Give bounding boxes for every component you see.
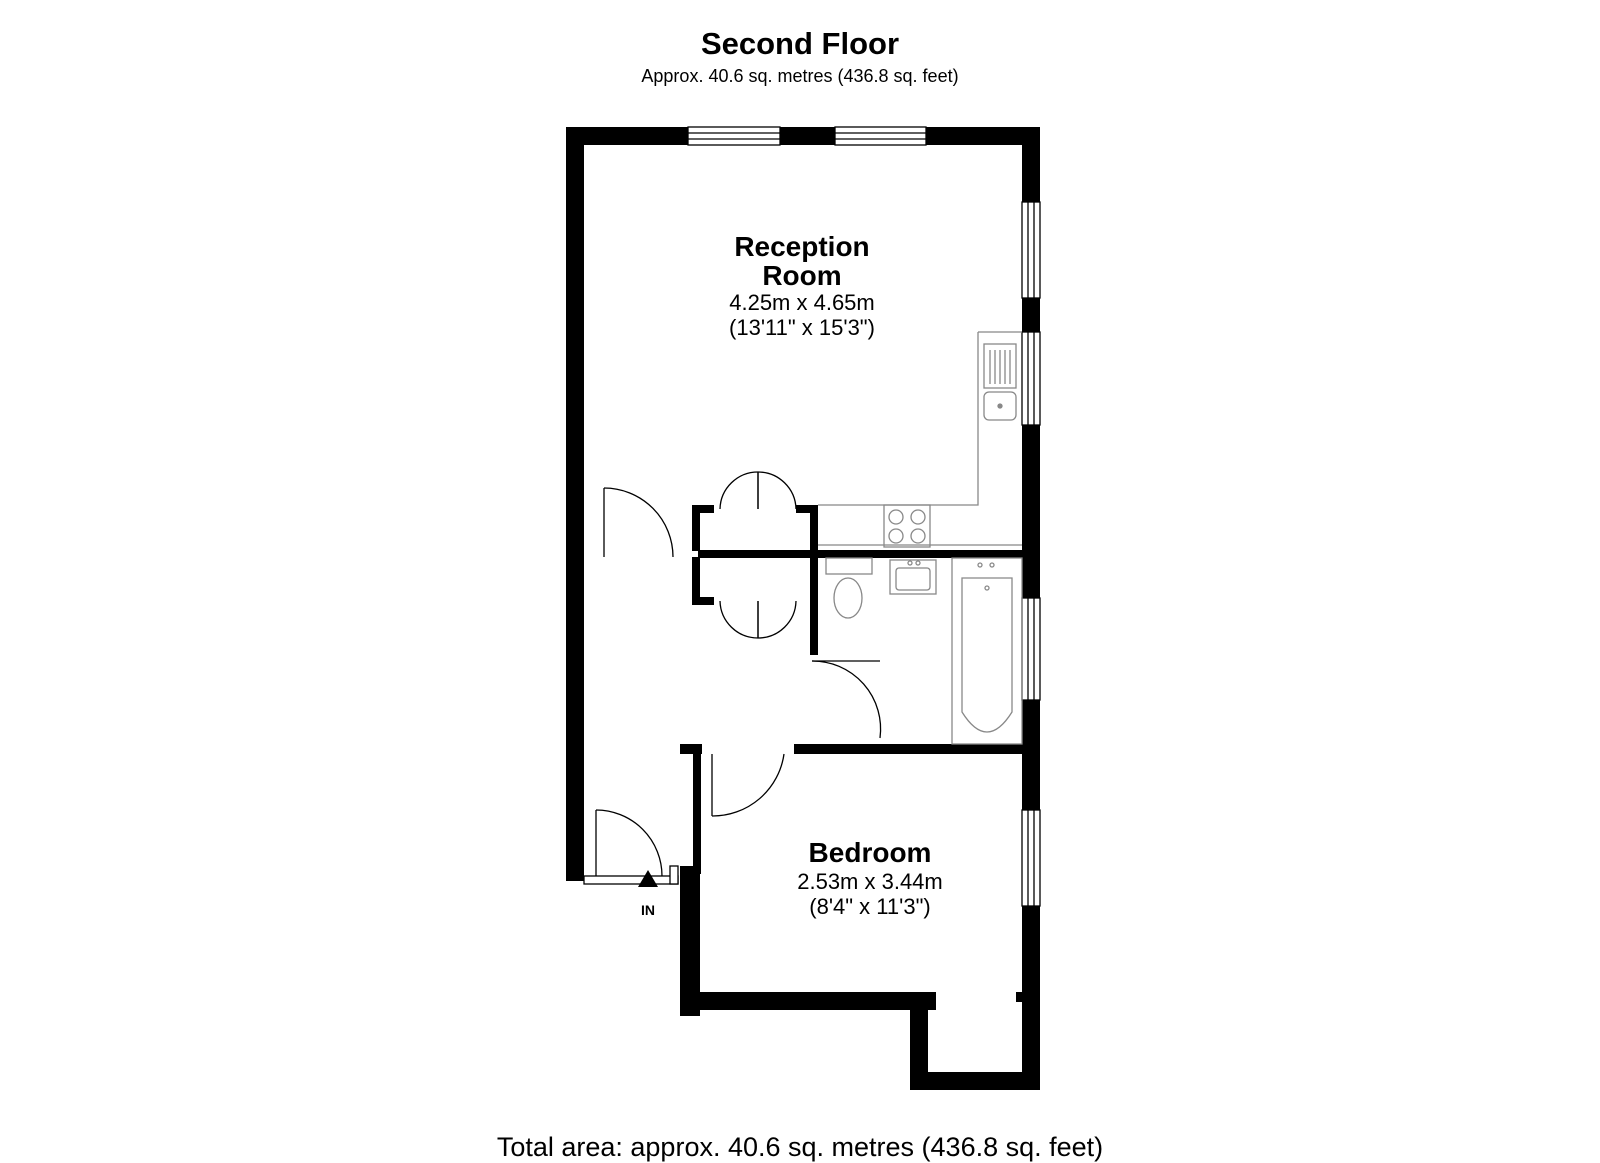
- cupboard-wall-top-b: [796, 505, 818, 513]
- window-right-2: [1021, 331, 1041, 426]
- bedroom-dimensions-imperial: (8'4" x 11'3"): [809, 894, 930, 919]
- bay-wall-left: [910, 992, 928, 1090]
- bathroom-wall-bottom: [794, 744, 1024, 754]
- window-right-3: [1021, 597, 1041, 701]
- cupboard-wall-bot-a: [692, 597, 714, 605]
- window-right-4: [1021, 809, 1041, 907]
- entrance-threshold: [583, 875, 679, 885]
- kitchen: [818, 331, 1022, 548]
- kitchen-counter-edge: [818, 332, 979, 506]
- bath-icon: [951, 557, 1023, 745]
- doors: [583, 471, 882, 885]
- wall-right-2: [1022, 298, 1040, 332]
- wall-right-1: [1022, 127, 1040, 202]
- floor-area-subtitle: Approx. 40.6 sq. metres (436.8 sq. feet): [641, 66, 959, 86]
- window-right-1: [1021, 201, 1041, 299]
- basin-icon: [889, 559, 937, 595]
- floor-title: Second Floor: [700, 26, 900, 61]
- reception-dimensions-metric: 4.25m x 4.65m: [729, 290, 875, 315]
- door-entrance: [595, 809, 663, 877]
- door-bedroom: [711, 753, 785, 817]
- reception-name-line1: Reception: [734, 231, 869, 262]
- cupboard-wall-right: [810, 505, 818, 655]
- wall-right-3: [1022, 425, 1040, 598]
- wall-mid-horizontal: [698, 550, 1024, 558]
- door-cupboard-bottom-left: [719, 600, 759, 639]
- wall-right-5: [1022, 906, 1040, 1090]
- cupboard-wall-top-a: [692, 505, 714, 513]
- reception-name-line2: Room: [762, 260, 841, 291]
- wall-right-4: [1022, 700, 1040, 810]
- wall-left: [566, 127, 584, 881]
- wall-top-left: [566, 127, 688, 145]
- wall-top-right: [926, 127, 1040, 145]
- bay-wall-bottom: [910, 1072, 1040, 1090]
- cupboard-wall-left-a: [692, 505, 700, 551]
- entrance-jamb: [669, 865, 679, 885]
- door-cupboard-top-right: [757, 471, 797, 510]
- total-area: Total area: approx. 40.6 sq. metres (436…: [496, 1132, 1104, 1162]
- door-cupboard-bottom-right: [757, 600, 797, 639]
- bedroom-wall-left-upper: [693, 744, 701, 874]
- door-reception: [603, 487, 674, 558]
- wall-top-mid: [780, 127, 835, 145]
- hob-icon: [883, 504, 931, 548]
- bathroom-fixtures: [825, 557, 1023, 745]
- door-cupboard-top-left: [719, 471, 759, 510]
- bay-wall-stub: [1016, 992, 1024, 1002]
- door-bathroom: [811, 660, 882, 739]
- window-top-right: [834, 126, 927, 146]
- reception-dimensions-imperial: (13'11" x 15'3"): [729, 315, 875, 340]
- entrance-label: IN: [641, 902, 655, 918]
- entrance-arrow-icon: [638, 870, 658, 887]
- bedroom-name: Bedroom: [809, 837, 932, 868]
- bedroom-dimensions-metric: 2.53m x 3.44m: [797, 869, 943, 894]
- window-top-left: [687, 126, 781, 146]
- bedroom-wall-left-stub: [680, 744, 702, 754]
- windows: [687, 126, 1041, 907]
- sink-drainer-icon: [983, 343, 1017, 421]
- walls: [566, 127, 1040, 1090]
- cupboard-wall-left-b: [692, 557, 700, 603]
- toilet-icon: [825, 557, 873, 619]
- bedroom-wall-left: [680, 866, 700, 1016]
- bedroom-wall-bottom: [680, 992, 936, 1010]
